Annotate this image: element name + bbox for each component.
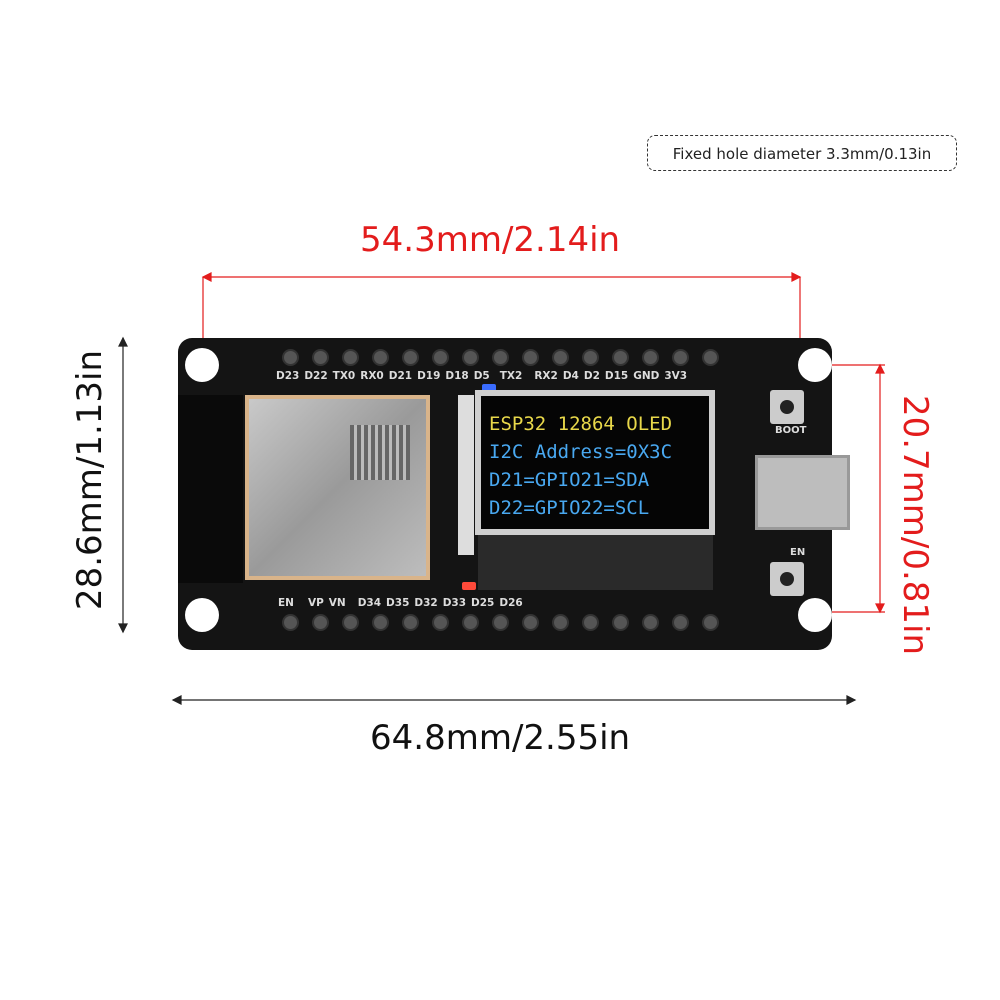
mount-hole <box>185 348 219 382</box>
esp32-module <box>245 395 430 580</box>
pin-label: TX2 <box>499 370 523 382</box>
pin-label: D32 <box>414 597 438 609</box>
hole-spacing-height-label: 20.7mm/0.81in <box>895 394 935 656</box>
pin-label: GND <box>633 370 660 382</box>
top-pin-labels: D23 D22 TX0 RX0 D21 D19 D18 D5 TX2 RX2 D4 D2 D15 GND 3… <box>276 370 692 382</box>
pin-label: EN <box>278 597 294 609</box>
top-header-pins <box>282 349 719 366</box>
pin-label: RX2 <box>534 370 558 382</box>
pin-label: VN <box>328 597 346 609</box>
pin-label: D4 <box>562 370 579 382</box>
blue-led <box>482 384 496 392</box>
bottom-pin-labels: EN VP VN D34 D35 D32 D33 D25 D26 <box>278 597 528 609</box>
micro-usb-port <box>755 455 850 530</box>
pin-label: D33 <box>442 597 467 609</box>
oled-line: D22=GPIO22=SCL <box>489 497 650 519</box>
boot-button[interactable] <box>770 390 804 424</box>
pin-label: 3V3 <box>664 370 688 382</box>
pin-label: D35 <box>386 597 410 609</box>
antenna-area <box>178 395 243 583</box>
pin-label: D22 <box>304 370 328 382</box>
oled-line: I2C Address=0X3C <box>489 441 673 463</box>
oled-flex-cable <box>478 535 713 590</box>
hole-diameter-note: Fixed hole diameter 3.3mm/0.13in <box>647 135 957 171</box>
oled-display: ESP32 12864 OLED I2C Address=0X3C D21=GP… <box>475 390 715 535</box>
pin-label: D34 <box>357 597 382 609</box>
oled-line: ESP32 12864 OLED <box>489 413 673 435</box>
pin-label: RX0 <box>360 370 384 382</box>
oled-connector <box>458 395 474 555</box>
pin-label: D21 <box>388 370 413 382</box>
hole-spacing-width-label: 54.3mm/2.14in <box>360 220 621 260</box>
pin-label: D18 <box>445 370 469 382</box>
en-label: EN <box>790 547 806 558</box>
pin-label: D25 <box>471 597 495 609</box>
pin-label: D2 <box>583 370 600 382</box>
pin-label: TX0 <box>332 370 356 382</box>
oled-line: D21=GPIO21=SDA <box>489 469 650 491</box>
red-power-led <box>462 582 476 590</box>
pin-label: D15 <box>604 370 629 382</box>
bottom-header-pins <box>282 614 719 631</box>
mount-hole <box>798 598 832 632</box>
boot-label: BOOT <box>775 425 807 436</box>
board-height-label: 28.6mm/1.13in <box>70 349 110 611</box>
pin-label: D5 <box>473 370 490 382</box>
pin-label: VP <box>307 597 324 609</box>
board-width-label: 64.8mm/2.55in <box>370 718 631 758</box>
mount-hole <box>798 348 832 382</box>
en-button[interactable] <box>770 562 804 596</box>
pin-label: D26 <box>499 597 523 609</box>
qr-code <box>350 425 410 480</box>
mount-hole <box>185 598 219 632</box>
pin-label: D23 <box>276 370 300 382</box>
pin-label: D19 <box>417 370 441 382</box>
